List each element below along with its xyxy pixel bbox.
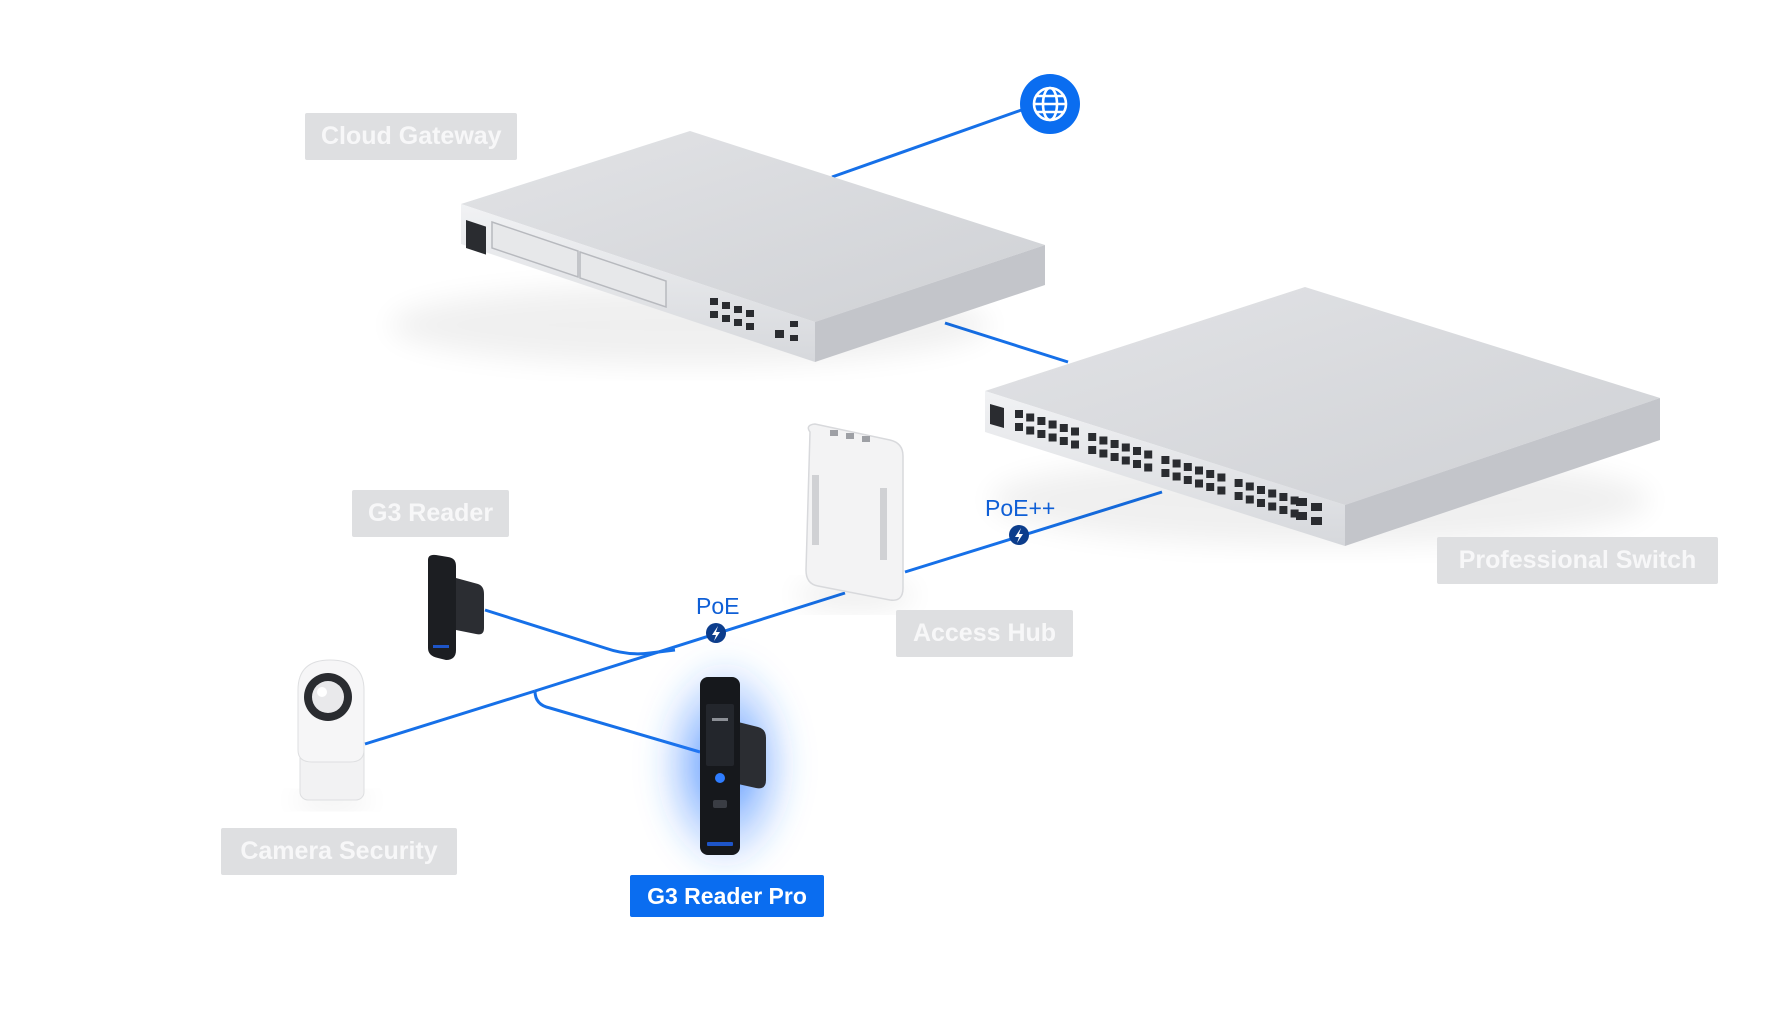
switch-port <box>1195 466 1203 475</box>
professional-switch-device[interactable] <box>985 287 1660 546</box>
label-g3-reader[interactable]: G3 Reader <box>352 490 509 537</box>
g3-reader-pro-device[interactable] <box>655 655 795 875</box>
switch-port <box>1268 489 1277 498</box>
switch-port <box>1110 440 1119 448</box>
switch-port <box>1206 483 1215 491</box>
switch-port <box>1037 417 1046 425</box>
bolt-icon <box>712 626 720 641</box>
switch-port <box>1144 450 1153 459</box>
switch-port <box>1183 463 1192 471</box>
switch-port <box>1172 459 1181 468</box>
label-access-hub[interactable]: Access Hub <box>896 610 1073 657</box>
switch-port <box>1088 433 1097 441</box>
switch-port <box>1037 430 1046 438</box>
switch-port <box>1071 427 1079 436</box>
label-professional-switch[interactable]: Professional Switch <box>1437 537 1718 584</box>
switch-port <box>1183 476 1192 484</box>
link-hub-junction <box>534 591 846 693</box>
switch-port <box>1071 440 1079 449</box>
switch-port <box>1245 482 1254 491</box>
cloud-gateway-device[interactable] <box>390 131 1045 365</box>
switch-port <box>1279 506 1288 514</box>
link-junction-camera <box>364 689 536 746</box>
label-camera-security[interactable]: Camera Security <box>221 828 457 875</box>
globe-icon <box>1032 86 1068 122</box>
link-g3-reader-pro <box>533 690 701 754</box>
bolt-icon <box>1015 528 1023 543</box>
switch-port <box>1257 486 1265 494</box>
switch-port <box>1048 433 1057 442</box>
poe-badge <box>706 623 726 643</box>
switch-port <box>1172 472 1181 481</box>
switch-port <box>1234 479 1243 487</box>
label-g3-reader-pro[interactable]: G3 Reader Pro <box>630 875 824 917</box>
switch-port <box>1268 502 1277 511</box>
switch-port <box>1099 436 1108 445</box>
link-g3-reader <box>484 608 676 656</box>
switch-port <box>1234 492 1243 500</box>
switch-port <box>1110 453 1119 461</box>
poe-plus-plus-label: PoE++ <box>985 495 1056 521</box>
switch-port <box>1059 437 1068 445</box>
poe-plus-plus-badge <box>1009 525 1029 545</box>
switch-port <box>1257 499 1265 507</box>
switch-port <box>1015 410 1023 418</box>
label-cloud-gateway[interactable]: Cloud Gateway <box>305 113 517 160</box>
switch-port <box>1144 463 1153 472</box>
switch-port <box>1026 426 1035 435</box>
link-gateway-internet <box>831 105 1031 179</box>
switch-port <box>1048 420 1057 429</box>
camera-security-device[interactable] <box>292 659 372 808</box>
switch-port <box>1099 449 1108 458</box>
switch-port <box>1279 493 1288 501</box>
switch-port <box>1206 470 1215 478</box>
switch-port <box>1161 469 1170 477</box>
g3-reader-device[interactable] <box>428 554 484 660</box>
switch-port <box>1088 446 1097 454</box>
switch-port <box>1121 456 1130 465</box>
switch-port <box>1290 509 1299 518</box>
access-hub-device[interactable] <box>795 423 915 609</box>
switch-port <box>1015 423 1023 431</box>
switch-port <box>1133 460 1141 468</box>
switch-port <box>1161 456 1170 464</box>
switch-port <box>1217 486 1226 495</box>
switch-port <box>1217 473 1226 482</box>
switch-port <box>1195 479 1203 488</box>
switch-port <box>1026 413 1035 422</box>
switch-port <box>1133 447 1141 455</box>
internet-node[interactable] <box>1020 74 1080 134</box>
switch-port <box>1245 495 1254 504</box>
switch-port <box>1121 443 1130 452</box>
poe-label: PoE <box>696 593 740 619</box>
switch-port <box>1290 496 1299 505</box>
switch-port <box>1059 424 1068 432</box>
